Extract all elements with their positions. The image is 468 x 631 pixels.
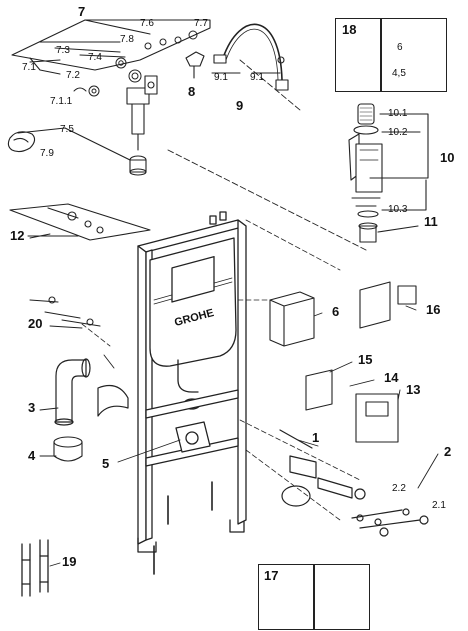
fill-valve-parts-tray bbox=[11, 19, 211, 161]
callout-16: 16 bbox=[426, 302, 441, 317]
callout-7-4: 7.4 bbox=[88, 52, 102, 63]
callout-9-1-right: 9.1 bbox=[250, 72, 264, 83]
callout-7: 7 bbox=[78, 4, 86, 19]
callout-7-3: 7.3 bbox=[56, 45, 70, 56]
callout-12: 12 bbox=[10, 228, 25, 243]
callout-2-1: 2.1 bbox=[432, 500, 446, 511]
callout-7-7: 7.7 bbox=[194, 18, 208, 29]
callout-10: 10 bbox=[440, 150, 455, 165]
callout-6: 6 bbox=[332, 304, 340, 319]
callout-7-1-1: 7.1.1 bbox=[50, 96, 73, 107]
pipe-connectors bbox=[239, 419, 429, 537]
callout-19: 19 bbox=[62, 554, 77, 569]
callout-11: 11 bbox=[424, 214, 438, 229]
callout-3: 3 bbox=[28, 400, 36, 415]
part-6-box bbox=[269, 291, 315, 347]
callout-7-5: 7.5 bbox=[60, 124, 74, 135]
callout-9: 9 bbox=[236, 98, 244, 113]
callout-18: 18 bbox=[342, 22, 357, 37]
callout-20: 20 bbox=[28, 316, 43, 331]
flush-valve-assembly bbox=[348, 103, 429, 243]
inset-18-box bbox=[335, 18, 447, 92]
dashed-axis bbox=[167, 149, 367, 251]
callout-2-2: 2.2 bbox=[392, 483, 406, 494]
installation-frame bbox=[137, 211, 341, 575]
part-4-cap bbox=[53, 436, 83, 462]
callout-7-2: 7.2 bbox=[66, 70, 80, 81]
callout-7-9: 7.9 bbox=[40, 148, 54, 159]
callout-7-1: 7.1 bbox=[22, 62, 36, 73]
callout-2: 2 bbox=[444, 444, 452, 459]
callout-14: 14 bbox=[384, 370, 399, 385]
callout-10-1: 10.1 bbox=[388, 108, 408, 119]
fill-valve bbox=[126, 75, 158, 176]
callout-leaders bbox=[29, 233, 439, 567]
part-16-bracket bbox=[359, 281, 417, 329]
inset-18-dim-bottom: 4,5 bbox=[392, 68, 406, 79]
part-3-elbow bbox=[54, 358, 129, 426]
callout-10-3: 10.3 bbox=[388, 204, 408, 215]
inset-17-divider bbox=[313, 565, 315, 629]
callout-7-6: 7.6 bbox=[140, 18, 154, 29]
callout-9-1-left: 9.1 bbox=[214, 72, 228, 83]
callout-5: 5 bbox=[102, 456, 110, 471]
part-19-rails bbox=[21, 539, 49, 597]
part-12-tray bbox=[9, 203, 151, 241]
inset-18-divider bbox=[380, 19, 382, 91]
inset-18-dim-top: 6 bbox=[397, 42, 403, 53]
callout-1: 1 bbox=[312, 430, 320, 445]
part-8-clip bbox=[185, 51, 205, 79]
callout-10-2: 10.2 bbox=[388, 127, 408, 138]
callout-17: 17 bbox=[264, 568, 279, 583]
callout-13: 13 bbox=[406, 382, 421, 397]
small-fittings-top bbox=[73, 30, 198, 97]
part-9-hose bbox=[211, 23, 289, 91]
part-7-9-cable-ties bbox=[7, 131, 36, 153]
part-20-wall-anchors bbox=[29, 296, 111, 347]
callout-4: 4 bbox=[28, 448, 36, 463]
callout-15: 15 bbox=[358, 352, 373, 367]
callout-7-8: 7.8 bbox=[120, 34, 134, 45]
callout-8: 8 bbox=[188, 84, 196, 99]
actuator-plate bbox=[305, 369, 399, 443]
